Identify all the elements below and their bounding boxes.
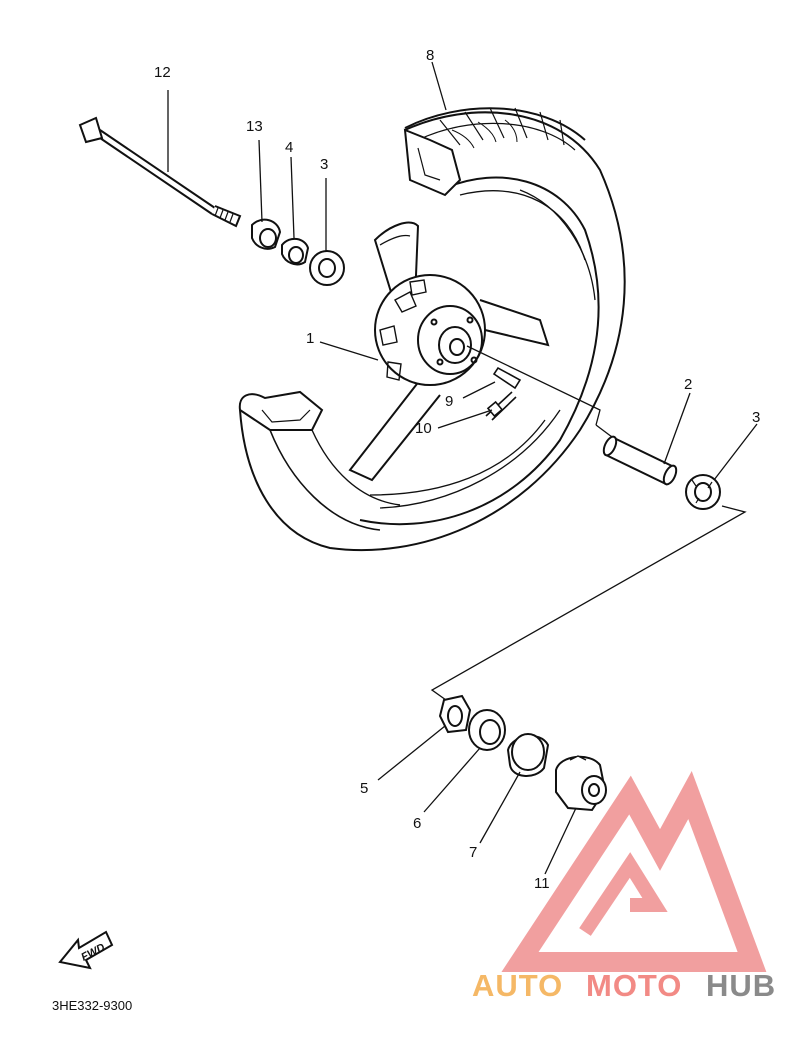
- forward-direction-arrow: FWD: [58, 930, 114, 970]
- callout-3-right: 3: [752, 409, 760, 426]
- wordmark-hub: HUB: [706, 968, 776, 1003]
- callout-2: 2: [684, 376, 692, 393]
- speedometer-gear-unit: [555, 755, 607, 812]
- speedometer-clutch: [438, 694, 472, 734]
- wheel-spacer: [281, 237, 310, 266]
- callout-4: 4: [285, 139, 293, 156]
- axle-collar: [251, 218, 282, 250]
- oil-seal: [468, 709, 506, 751]
- front-tire-and-rim: [238, 107, 626, 552]
- callout-10: 10: [415, 420, 432, 437]
- wheel-bearing-left: [309, 250, 345, 286]
- callout-9: 9: [445, 393, 453, 410]
- automotohub-wordmark: AUTO MOTO HUB: [472, 968, 776, 1003]
- callout-1: 1: [306, 330, 314, 347]
- drawing-code: 3HE332-9300: [52, 998, 132, 1013]
- callout-11: 11: [534, 875, 550, 892]
- leader-lines: [167, 61, 758, 875]
- callout-8: 8: [426, 47, 434, 64]
- callout-7: 7: [469, 844, 477, 861]
- right-spacer: [602, 435, 678, 486]
- tire-valve: [485, 366, 522, 421]
- wordmark-auto: AUTO: [472, 968, 563, 1003]
- callout-13: 13: [246, 118, 263, 135]
- callout-5: 5: [360, 780, 368, 797]
- wordmark-moto: MOTO: [586, 968, 682, 1003]
- callout-12: 12: [154, 64, 171, 81]
- callout-6: 6: [413, 815, 421, 832]
- callout-labels: 12 13 4 3 8 1 9 10 2 3 5 6 7 11: [154, 47, 760, 892]
- bearing-ring: [506, 733, 550, 777]
- automotohub-logo: [501, 770, 767, 972]
- wheel-axle: [78, 116, 242, 228]
- callout-3-left: 3: [320, 156, 328, 173]
- cast-wheel-hub: [348, 221, 550, 482]
- wheel-bearing-right: [685, 474, 721, 510]
